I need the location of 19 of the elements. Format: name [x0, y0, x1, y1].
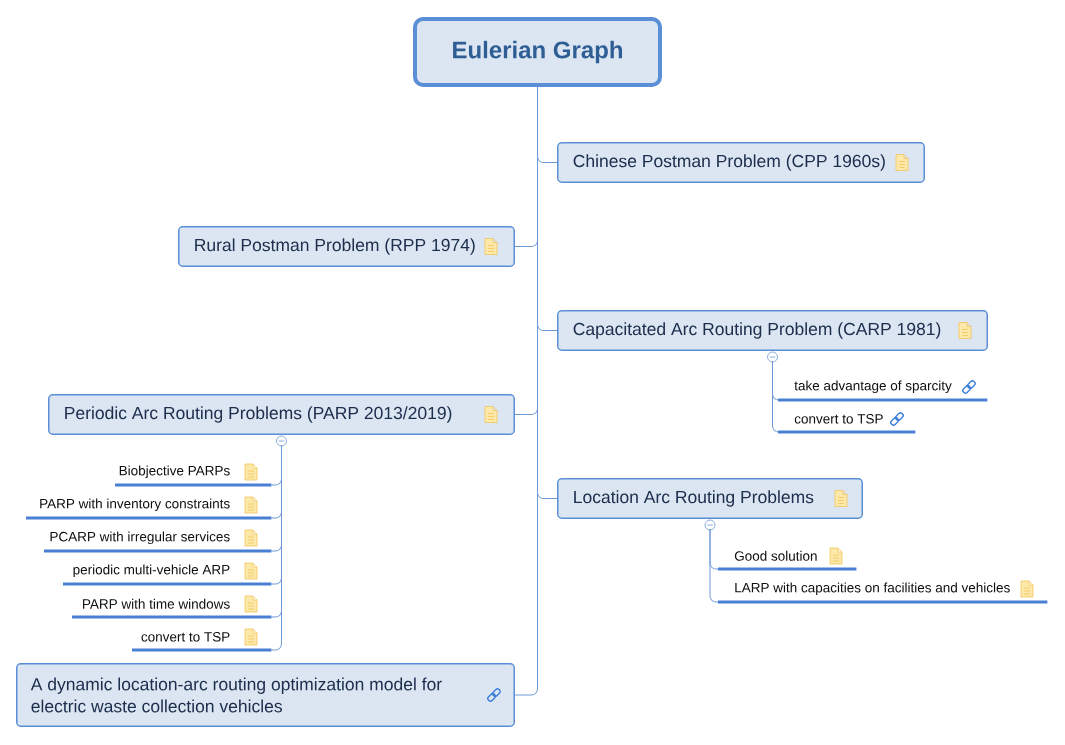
topic-box: Capacitated Arc Routing Problem (CARP 1981) [557, 310, 988, 351]
underlined-topic: PARP with inventory constraints [26, 498, 272, 520]
underlined-topic: take advantage of sparcity [778, 380, 988, 402]
underlined-topic: PCARP with irregular services [44, 531, 272, 553]
underlined-topic: convert to TSP [778, 414, 916, 434]
underlined-topic: Good solution [718, 550, 857, 571]
central-topic-box: Eulerian Graph [413, 17, 662, 87]
topic-box: Location Arc Routing Problems [557, 478, 863, 519]
topic-box: A dynamic location-arc routing optimization model for electric waste collection vehicles [16, 663, 515, 727]
connector-line [772, 360, 779, 433]
underlined-topic: PARP with time windows [72, 598, 272, 619]
connector-line [514, 86, 538, 696]
underlined-topic: LARP with capacities on facilities and vehicles [718, 582, 1048, 604]
underlined-topic: Biobjective PARPs [115, 465, 272, 487]
underlined-topic: convert to TSP [132, 632, 272, 652]
topic-box: Periodic Arc Routing Problems (PARP 2013/2019) [48, 394, 515, 435]
topic-box: Rural Postman Problem (RPP 1974) [178, 226, 515, 267]
topic-box: Chinese Postman Problem (CPP 1960s) [557, 142, 925, 183]
underlined-topic: periodic multi-vehicle ARP [63, 564, 272, 586]
